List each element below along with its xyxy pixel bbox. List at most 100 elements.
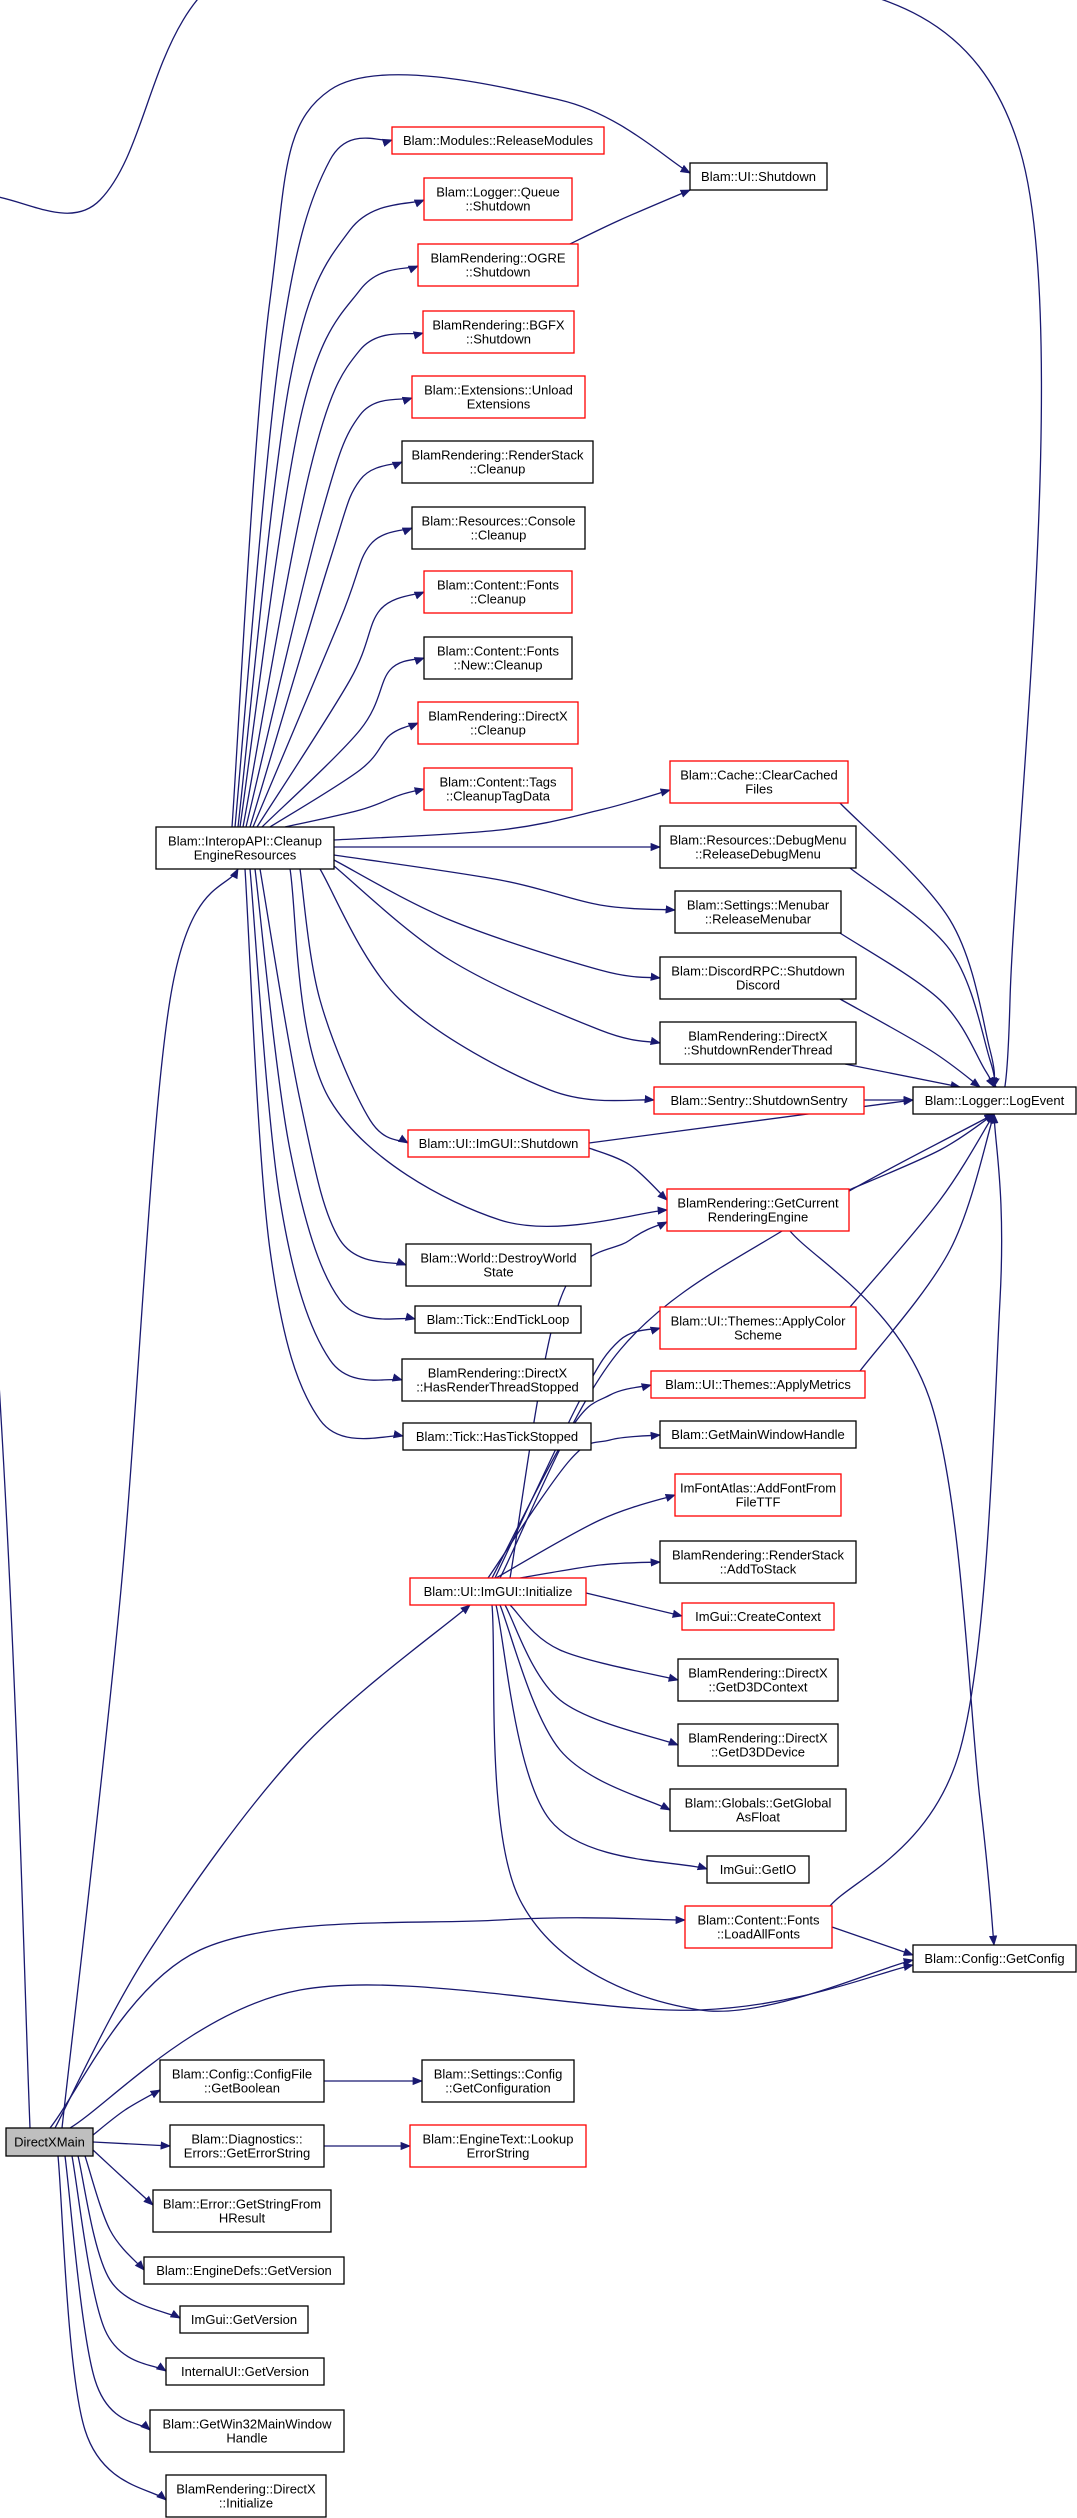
node-label: Blam::Tick::HasTickStopped — [416, 1429, 578, 1444]
call-nodes: DirectXMain Blam::InteropAPI::CleanupEngi… — [5, 126, 1077, 2518]
node-release-modules[interactable]: Blam::Modules::ReleaseModules — [391, 126, 605, 155]
node-has-tick-stopped[interactable]: Blam::Tick::HasTickStopped — [402, 1422, 592, 1451]
node-box — [706, 1855, 810, 1884]
node-get-main-window-handle[interactable]: Blam::GetMainWindowHandle — [659, 1420, 857, 1449]
node-console-cleanup[interactable]: Blam::Resources::Console::Cleanup — [411, 506, 586, 550]
node-enginedefs-get-version[interactable]: Blam::EngineDefs::GetVersion — [143, 2256, 345, 2285]
node-label: ::ReleaseDebugMenu — [695, 847, 821, 862]
edge-cleanup-to-bgfx_shutdown — [242, 331, 425, 828]
node-logger-queue-shutdown[interactable]: Blam::Logger::Queue::Shutdown — [423, 177, 573, 221]
node-imgui-get-version[interactable]: ImGui::GetVersion — [179, 2305, 309, 2334]
edge-load_all_fonts-to-get_config — [831, 1926, 914, 1956]
node-release-menubar[interactable]: Blam::Settings::Menubar::ReleaseMenubar — [674, 890, 842, 934]
node-box — [650, 1370, 866, 1399]
node-directx-main[interactable]: DirectXMain — [5, 2127, 94, 2157]
edge-cleanup-to-console_cleanup — [252, 527, 413, 828]
edge-cleanup-to-fonts_cleanup — [256, 591, 425, 828]
node-fonts-new-cleanup[interactable]: Blam::Content::Fonts::New::Cleanup — [423, 636, 573, 680]
node-bgfx-shutdown[interactable]: BlamRendering::BGFX::Shutdown — [422, 310, 575, 354]
node-get-error-string[interactable]: Blam::Diagnostics::Errors::GetErrorStrin… — [169, 2124, 325, 2168]
node-label: ::New::Cleanup — [454, 658, 543, 673]
node-label: BlamRendering::DirectX — [176, 2482, 316, 2497]
node-get-io[interactable]: ImGui::GetIO — [706, 1855, 810, 1884]
node-box — [653, 1086, 865, 1115]
edge-directx_main-to-directx_initialize — [57, 2155, 167, 2501]
node-box — [674, 890, 842, 934]
node-end-tick-loop[interactable]: Blam::Tick::EndTickLoop — [414, 1305, 582, 1334]
node-label: ::LoadAllFonts — [717, 1927, 801, 1942]
node-label: AsFloat — [736, 1810, 780, 1825]
node-imgui-shutdown[interactable]: Blam::UI::ImGUI::Shutdown — [407, 1129, 590, 1158]
edge-imgui_initialize-to-get_config — [491, 1604, 915, 2012]
node-shutdown-render-thread[interactable]: BlamRendering::DirectX::ShutdownRenderTh… — [659, 1021, 857, 1065]
edge-cleanup-to-shutdown_sentry — [319, 868, 656, 1104]
node-ui-shutdown[interactable]: Blam::UI::Shutdown — [689, 162, 828, 191]
edge-imgui_initialize-to-apply_metrics — [491, 1383, 653, 1579]
node-box — [423, 570, 573, 614]
node-label: Blam::Config::ConfigFile — [172, 2067, 312, 2082]
node-box — [421, 2059, 575, 2103]
node-box — [417, 701, 579, 745]
node-label: Blam::Config::GetConfig — [924, 1951, 1064, 1966]
node-fonts-cleanup[interactable]: Blam::Content::Fonts::Cleanup — [423, 570, 573, 614]
node-label: Blam::GetWin32MainWindow — [162, 2417, 332, 2432]
node-box — [143, 2256, 345, 2285]
node-cleanup-tag-data[interactable]: Blam::Content::Tags::CleanupTagData — [423, 767, 573, 811]
edge-shutdown_render_thread-to-log_event — [844, 1063, 962, 1090]
node-get-d3d-device[interactable]: BlamRendering::DirectX::GetD3DDevice — [677, 1723, 839, 1767]
node-release-debug-menu[interactable]: Blam::Resources::DebugMenu::ReleaseDebug… — [659, 825, 857, 869]
edge-directx_main-to-get_error_string — [92, 2141, 172, 2150]
node-renderstack-cleanup[interactable]: BlamRendering::RenderStack::Cleanup — [401, 440, 594, 484]
node-get-configuration[interactable]: Blam::Settings::Config::GetConfiguration — [421, 2059, 575, 2103]
node-internalui-get-version[interactable]: InternalUI::GetVersion — [165, 2357, 325, 2386]
node-get-config[interactable]: Blam::Config::GetConfig — [912, 1944, 1077, 1973]
node-label: Files — [745, 782, 773, 797]
node-box — [159, 2059, 325, 2103]
node-log-event[interactable]: Blam::Logger::LogEvent — [912, 1086, 1077, 1115]
node-label: ::Cleanup — [471, 528, 527, 543]
edge-cleanup-to-shutdown_discord — [333, 859, 662, 981]
node-label: ::Initialize — [219, 2496, 273, 2511]
node-create-context[interactable]: ImGui::CreateContext — [681, 1602, 835, 1631]
node-load-all-fonts[interactable]: Blam::Content::Fonts::LoadAllFonts — [684, 1905, 833, 1949]
edge-cleanup-to-logger_queue_shutdown — [237, 199, 425, 828]
node-label: Blam::Resources::Console — [422, 514, 576, 529]
node-has-render-thread-stopped[interactable]: BlamRendering::DirectX::HasRenderThreadS… — [401, 1358, 594, 1402]
node-imgui-initialize[interactable]: Blam::UI::ImGUI::Initialize — [409, 1577, 587, 1606]
node-label: BlamRendering::DirectX — [688, 1029, 828, 1044]
node-label: Blam::Tick::EndTickLoop — [427, 1312, 570, 1327]
edge-directx_main-to-load_all_fonts — [49, 1915, 687, 2129]
node-shutdown-sentry[interactable]: Blam::Sentry::ShutdownSentry — [653, 1086, 865, 1115]
node-label: Blam::Settings::Config — [434, 2067, 563, 2082]
node-label: Blam::UI::Themes::ApplyMetrics — [665, 1377, 851, 1392]
node-box — [409, 2124, 587, 2168]
node-box — [152, 2189, 332, 2233]
edge-apply_metrics-to-log_event — [859, 1113, 996, 1372]
node-get-d3d-context[interactable]: BlamRendering::DirectX::GetD3DContext — [677, 1658, 839, 1702]
node-ogre-shutdown[interactable]: BlamRendering::OGRE::Shutdown — [417, 243, 579, 287]
node-box — [423, 177, 573, 221]
node-box — [411, 506, 586, 550]
node-directx-cleanup[interactable]: BlamRendering::DirectX::Cleanup — [417, 701, 579, 745]
node-label: Blam::GetMainWindowHandle — [671, 1427, 844, 1442]
node-box — [669, 760, 849, 804]
node-config-file-get-boolean[interactable]: Blam::Config::ConfigFile::GetBoolean — [159, 2059, 325, 2103]
node-label: ::HasRenderThreadStopped — [416, 1380, 579, 1395]
node-directx-initialize[interactable]: BlamRendering::DirectX::Initialize — [165, 2474, 327, 2518]
node-box — [659, 956, 857, 1000]
node-add-to-stack[interactable]: BlamRendering::RenderStack::AddToStack — [659, 1540, 857, 1584]
node-apply-metrics[interactable]: Blam::UI::Themes::ApplyMetrics — [650, 1370, 866, 1399]
node-label: Blam::Diagnostics:: — [191, 2132, 302, 2147]
